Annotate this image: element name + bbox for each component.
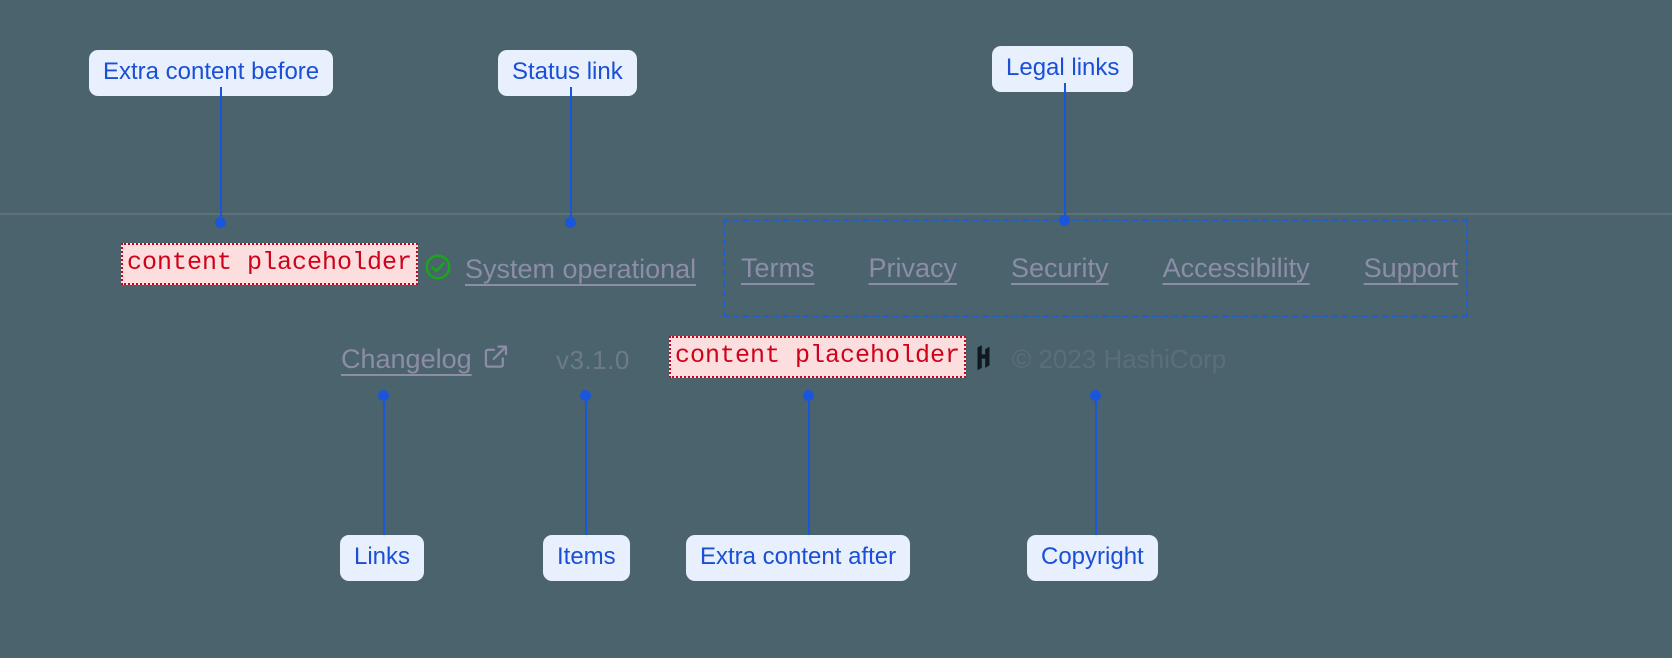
status-link-label: System operational <box>465 254 697 284</box>
annotation-connector-links <box>383 396 385 535</box>
changelog-link-label: Changelog <box>341 343 472 374</box>
copyright-group: © 2023 HashiCorp <box>969 342 1226 376</box>
legal-link-support[interactable]: Support <box>1363 252 1459 283</box>
annotation-label-legal-links: Legal links <box>992 46 1134 92</box>
annotation-connector-legal-links <box>1064 83 1066 219</box>
annotation-connector-extra-content-before <box>220 87 222 223</box>
annotation-label-status-link: Status link <box>498 50 637 96</box>
annotation-label-items: Items <box>543 535 630 581</box>
annotation-dot-links <box>378 390 389 401</box>
version-text: v3.1.0 <box>556 345 630 375</box>
annotation-connector-status-link <box>570 87 572 223</box>
hashicorp-logo-icon <box>969 342 998 376</box>
annotation-dot-status-link <box>565 217 576 228</box>
annotation-connector-copyright <box>1095 396 1097 535</box>
annotation-dot-copyright <box>1090 390 1101 401</box>
footer-top-divider <box>0 213 1672 215</box>
changelog-link[interactable]: Changelog <box>341 343 509 375</box>
annotation-label-copyright: Copyright <box>1027 535 1158 581</box>
annotation-label-extra-content-before: Extra content before <box>89 50 334 96</box>
external-link-icon <box>482 343 509 375</box>
annotation-dot-items <box>580 390 591 401</box>
copyright-text: © 2023 HashiCorp <box>1012 343 1227 374</box>
annotation-connector-extra-content-after <box>808 396 810 535</box>
annotation-dot-extra-content-before <box>215 217 226 228</box>
annotation-connector-items <box>585 396 587 535</box>
annotation-dot-legal-links <box>1059 215 1070 226</box>
extra-content-before-placeholder: content placeholder <box>121 243 419 285</box>
annotation-label-links: Links <box>340 535 425 581</box>
annotation-dot-extra-content-after <box>803 390 814 401</box>
status-link[interactable]: System operational <box>423 252 696 287</box>
legal-link-terms[interactable]: Terms <box>741 252 815 283</box>
annotation-label-extra-content-after: Extra content after <box>686 535 911 581</box>
legal-link-privacy[interactable]: Privacy <box>868 252 958 283</box>
extra-content-after-placeholder: content placeholder <box>669 336 967 378</box>
check-circle-icon <box>423 252 453 287</box>
legal-link-security[interactable]: Security <box>1011 252 1109 283</box>
legal-link-accessibility[interactable]: Accessibility <box>1162 252 1310 283</box>
legal-links-group: Terms Privacy Security Accessibility Sup… <box>723 219 1468 317</box>
